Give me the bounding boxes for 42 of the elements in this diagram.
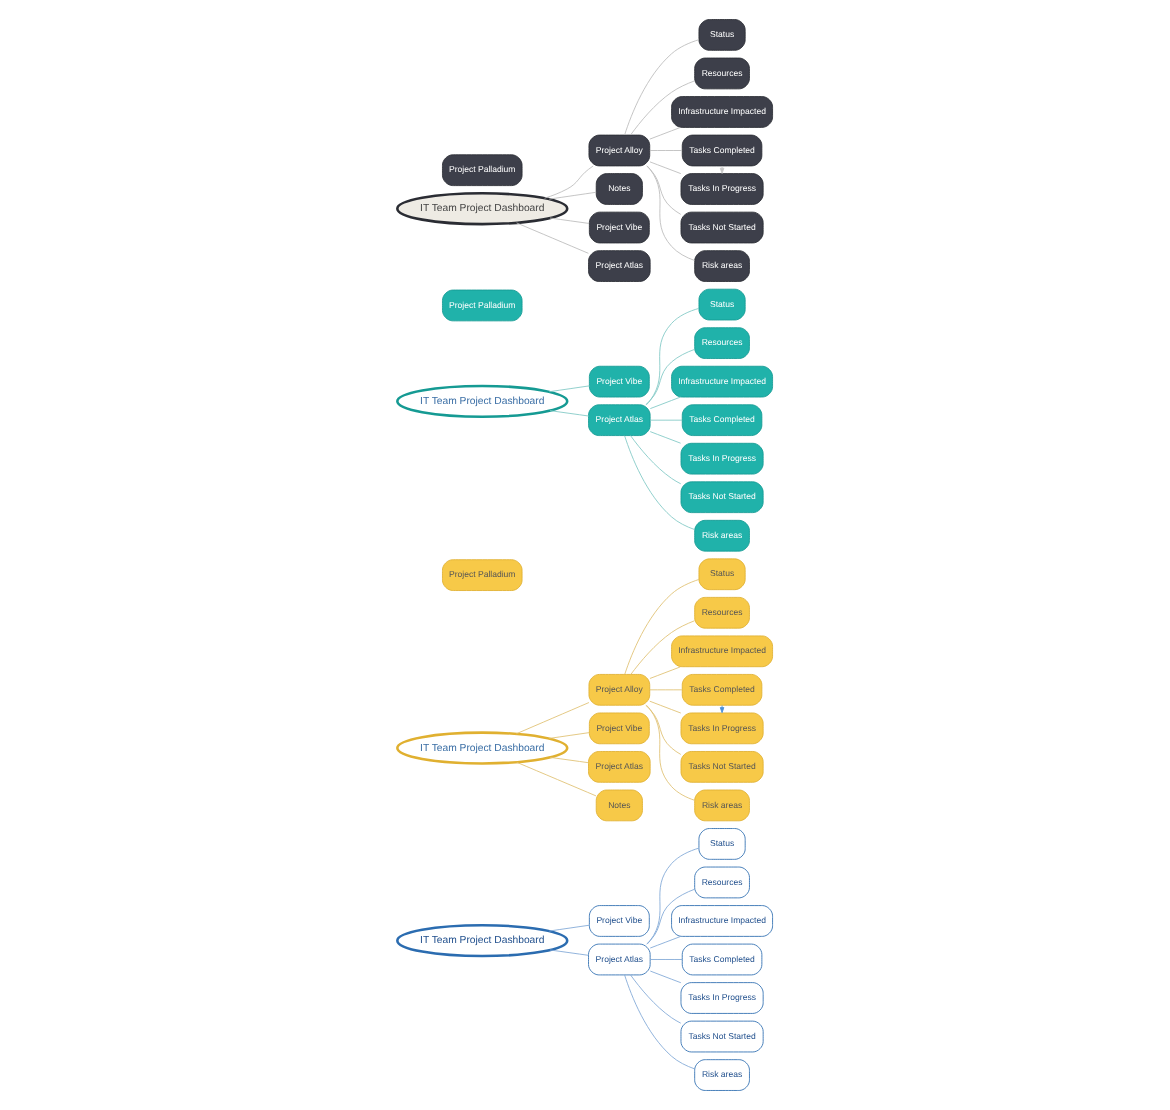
connector (649, 959, 683, 960)
connector (649, 700, 682, 714)
arrow (719, 705, 725, 714)
connector (515, 702, 590, 735)
connector (549, 410, 589, 417)
connector (548, 191, 597, 200)
connector (630, 620, 695, 675)
connector (516, 222, 589, 254)
connector (548, 732, 590, 739)
connector (649, 127, 681, 140)
connector (649, 689, 683, 691)
connector (548, 924, 590, 932)
connector (516, 761, 597, 797)
connector (549, 217, 590, 224)
connector (646, 165, 695, 261)
connector (646, 704, 695, 801)
connector (548, 385, 590, 393)
connector (549, 949, 589, 956)
connector (624, 974, 695, 1070)
connector (649, 970, 682, 984)
connector (649, 936, 682, 949)
connector (649, 150, 683, 151)
arrow (719, 165, 725, 174)
connector (649, 161, 682, 175)
connector (646, 847, 700, 945)
connector (630, 435, 682, 485)
connector (630, 974, 682, 1024)
connector (649, 396, 681, 409)
connector (624, 39, 700, 136)
connector (649, 419, 683, 421)
connector (624, 579, 700, 675)
connector (646, 165, 682, 215)
connector (645, 348, 696, 406)
connector (649, 431, 682, 444)
connector (646, 307, 700, 406)
connector (549, 756, 589, 764)
connector (624, 435, 695, 530)
connector (544, 165, 594, 199)
connector (649, 666, 681, 679)
connector (645, 704, 682, 755)
connector (646, 888, 696, 945)
connector (630, 80, 695, 136)
